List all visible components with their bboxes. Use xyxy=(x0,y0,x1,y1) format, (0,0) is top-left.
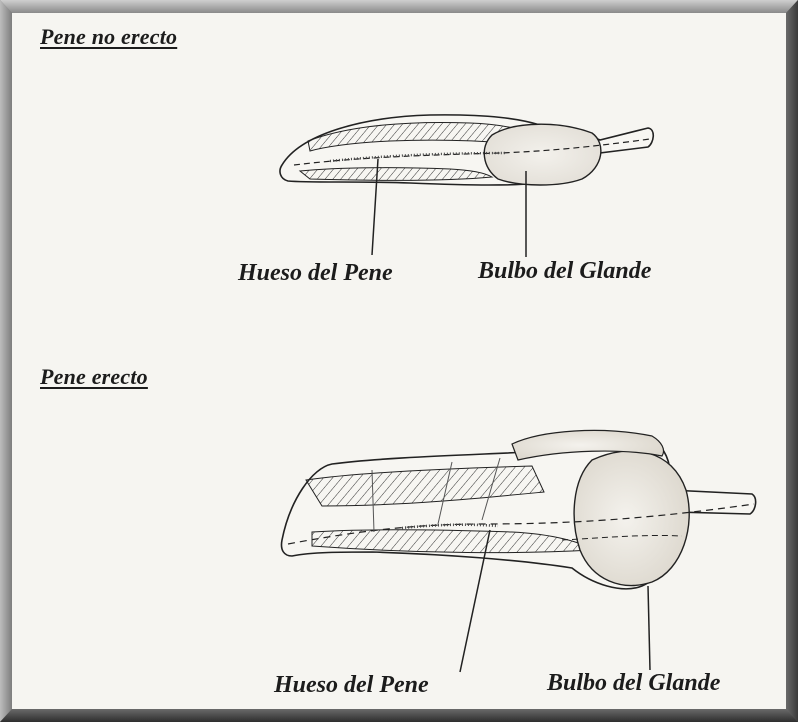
heading-erect: Pene erecto xyxy=(40,364,148,390)
illustration-non-erect xyxy=(270,95,670,275)
label-bone-erect: Hueso del Pene xyxy=(274,672,429,699)
heading-non-erect: Pene no erecto xyxy=(40,24,177,50)
label-bone-non-erect: Hueso del Pene xyxy=(238,260,393,287)
label-bulb-erect: Bulbo del Glande xyxy=(547,670,720,697)
label-bulb-non-erect: Bulbo del Glande xyxy=(478,258,651,285)
illustration-erect xyxy=(262,420,762,682)
